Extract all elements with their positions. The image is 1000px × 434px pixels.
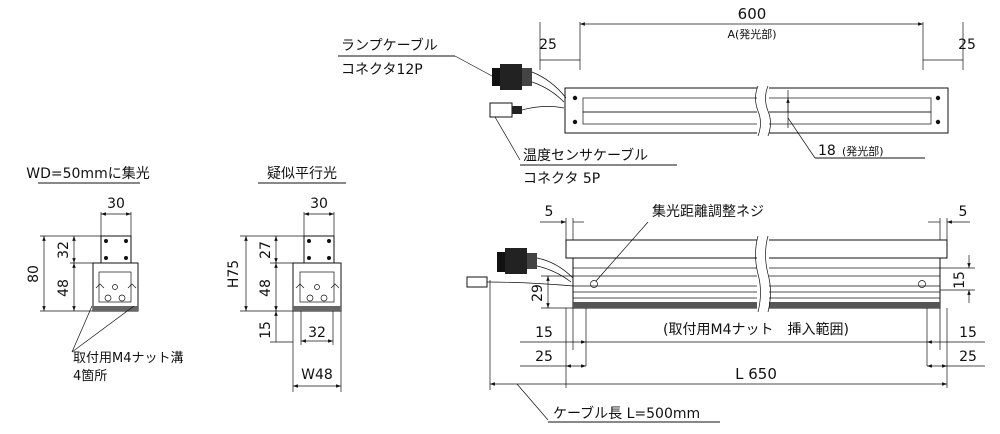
mount-range-label: (取付用M4ナット 挿入範囲) [663, 321, 849, 338]
temp-connector-icon [489, 102, 565, 118]
top-dim-emit-label: A(発光部) [727, 27, 776, 41]
temp-connector-label: コネクタ 5P [523, 171, 600, 187]
adjust-screw-left-icon [590, 280, 598, 288]
adjust-screw-right-icon [918, 280, 926, 288]
parallel-title: 疑似平行光 [267, 166, 337, 182]
lamp-connector-label: コネクタ12P [341, 62, 423, 78]
side-dim-left-15: 15 [535, 325, 553, 341]
focus-section: WD=50mmに集光 30 80 32 48 取付用M4ナット溝 [26, 165, 184, 384]
focus-dim-total: 80 [26, 265, 42, 283]
parallel-dim-upper: 27 [258, 241, 274, 259]
side-view: 集光距離調整ネジ 5 5 [466, 203, 985, 423]
focus-dim-top: 30 [107, 196, 125, 212]
focus-dim-lower: 48 [56, 279, 72, 297]
side-dim-left-25: 25 [535, 349, 553, 365]
side-dim-right-15b: 15 [959, 325, 977, 341]
top-view: 600 A(発光部) 25 25 [338, 5, 976, 187]
focus-leader-b [71, 305, 135, 353]
parallel-section: 疑似平行光 30 H75 27 48 15 [226, 166, 346, 392]
focus-title: WD=50mmに集光 [26, 165, 149, 182]
focus-dim-upper: 32 [56, 241, 72, 259]
lamp-cable-label: ランプケーブル [341, 37, 438, 54]
side-dim-length: L 650 [735, 365, 777, 383]
side-connector-icon [466, 248, 574, 288]
parallel-dim-bottom-inner: 32 [308, 325, 326, 341]
focus-leader-a [71, 305, 93, 353]
parallel-dim-width: W48 [301, 367, 333, 383]
focus-note-line2: 4箇所 [73, 368, 107, 384]
cable-length-label: ケーブル長 L=500mm [553, 405, 700, 422]
top-emit-width-note: (発光部) [842, 144, 884, 158]
side-dim-right-25: 25 [959, 349, 977, 365]
side-dim-top-right: 5 [959, 204, 968, 220]
top-body [564, 87, 949, 134]
parallel-dim-lower: 15 [258, 321, 274, 339]
side-dim-right-15: 15 [952, 271, 968, 289]
parallel-dim-middle: 48 [258, 279, 274, 297]
side-dim-top-left: 5 [545, 204, 554, 220]
side-dim-left-29: 29 [530, 284, 546, 302]
parallel-dim-top: 30 [310, 196, 328, 212]
top-dim-total: 600 [738, 5, 767, 23]
top-dim-left: 25 [539, 37, 557, 53]
top-dim-right: 25 [958, 37, 976, 53]
adjust-screw-label: 集光距離調整ネジ [652, 203, 764, 220]
top-emit-width: 18 [818, 143, 836, 159]
lamp-connector-icon [492, 64, 567, 103]
focus-note-line1: 取付用M4ナット溝 [73, 351, 184, 366]
temp-cable-label: 温度センサケーブル [523, 147, 648, 164]
parallel-dim-height: H75 [226, 260, 242, 288]
